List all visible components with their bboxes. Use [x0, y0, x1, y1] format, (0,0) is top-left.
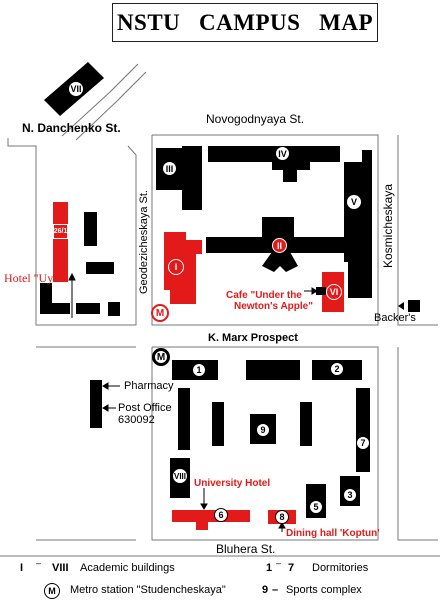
block-outline-center — [151, 134, 379, 326]
cafe-label-line2: Newton's Apple" — [234, 301, 313, 312]
map-title: NSTU CAMPUS MAP — [112, 3, 378, 42]
block-outline-danchenko — [7, 138, 37, 152]
hotel-uyut-label: Hotel "Uyut" — [4, 271, 68, 285]
block-outline-se — [397, 347, 438, 541]
building-v-label: V — [346, 194, 362, 210]
street-bluhera: Bluhera St. — [216, 542, 276, 556]
pharmacy-arrow-head — [102, 382, 109, 390]
post-arrow-head — [102, 404, 109, 412]
west-building-d — [76, 303, 100, 314]
west-building-a — [84, 212, 97, 246]
legend-sports-dash: – — [272, 584, 279, 596]
dormitory-5-label: 5 — [309, 500, 323, 514]
metro-icon-south: M — [152, 348, 170, 366]
building-v — [344, 150, 372, 298]
legend-dorm-to: 7 — [288, 562, 295, 574]
dormitory-3-label: 3 — [343, 488, 357, 502]
legend-dorm-dash: – — [276, 558, 282, 568]
building-iv-stem — [272, 160, 310, 170]
pharmacy-label: Pharmacy — [124, 380, 174, 392]
legend-academic-from: I — [20, 562, 24, 574]
building-ii-label: II — [272, 238, 287, 253]
building-a-south — [178, 388, 190, 450]
legend-metro-text: Metro station "Studencheskaya" — [70, 584, 226, 596]
block-outline-north — [61, 63, 139, 137]
block-outline-west — [35, 145, 137, 326]
university-hotel-stem — [196, 522, 208, 530]
dormitory-6-label: 6 — [214, 508, 228, 522]
university-hotel-building — [172, 510, 250, 522]
building-iii-label: III — [162, 161, 177, 176]
hotel-uyut-arrow-head — [68, 272, 76, 281]
dormitory-26-1-label: 26/1 — [53, 224, 68, 239]
pointer-arrows — [68, 272, 318, 532]
street-novogodnyaya: Novogodnyaya St. — [206, 112, 305, 126]
building-vii-label: VII — [68, 81, 84, 97]
legend-dorm-from: 1 — [266, 562, 273, 574]
legend-dorm-text: Dormitories — [312, 562, 369, 574]
west-building-e — [108, 302, 120, 316]
building-ii-top — [262, 217, 294, 237]
street-danchenko: N. Danchenko St. — [22, 121, 121, 135]
dining-hall-label: Dining hall 'Koptun' — [286, 528, 380, 539]
street-kosmicheskaya: Kosmicheskaya — [381, 183, 395, 268]
backers-building — [408, 300, 420, 312]
sports-complex-9-label: 9 — [256, 423, 270, 437]
legend-sports-num: 9 — [262, 584, 269, 596]
post-office-label: Post Office — [118, 402, 172, 414]
block-outline-north2 — [75, 71, 147, 141]
dormitory-7-label: 7 — [356, 436, 370, 450]
building-iii-wing — [182, 146, 202, 210]
street-k-marx: K. Marx Prospect — [208, 332, 298, 344]
dormitory-1-label: 1 — [192, 363, 206, 377]
building-i-label: I — [168, 259, 184, 275]
post-code-label: 630092 — [118, 414, 155, 426]
dining-arrow-head — [278, 522, 286, 529]
metro-icon-north: M — [151, 304, 169, 322]
backers-arrow — [398, 302, 404, 310]
street-geodezicheskaya: Geodezicheskaya St. — [138, 190, 150, 294]
building-iv-foot — [283, 170, 297, 182]
legend-academic-text: Academic buildings — [80, 562, 175, 574]
building-iv-body — [208, 146, 340, 162]
building-iv-label: IV — [275, 146, 290, 161]
building-vi-label: VI — [326, 284, 342, 300]
west-building-c — [40, 283, 70, 314]
backers-label: Backer's — [374, 312, 416, 324]
legend-sports-text: Sports complex — [286, 584, 362, 596]
cafe-marker — [316, 287, 326, 295]
building-b-south — [212, 402, 224, 446]
cafe-arrow-head — [311, 287, 318, 295]
block-outline-east — [397, 135, 438, 326]
dormitory-8-label: 8 — [275, 510, 289, 524]
building-7 — [356, 388, 370, 472]
univ-hotel-arrow-head — [200, 503, 208, 510]
university-hotel-label: University Hotel — [194, 478, 271, 489]
building-viii-label: VIII — [172, 468, 188, 484]
block-outline-south — [151, 346, 379, 541]
dormitory-2-label: 2 — [330, 362, 344, 376]
pharmacy-building — [90, 380, 102, 428]
building-c-south — [300, 402, 312, 446]
building-ii-bottom — [262, 252, 298, 272]
west-building-b — [86, 262, 114, 274]
building-1b — [246, 360, 300, 380]
legend-metro-icon: M — [44, 583, 60, 599]
cafe-label-line1: Cafe "Under the — [226, 290, 302, 301]
dormitory-26-1-building — [53, 202, 68, 282]
legend-academic-dash: – — [36, 558, 42, 568]
legend-academic-to: VIII — [52, 562, 69, 574]
